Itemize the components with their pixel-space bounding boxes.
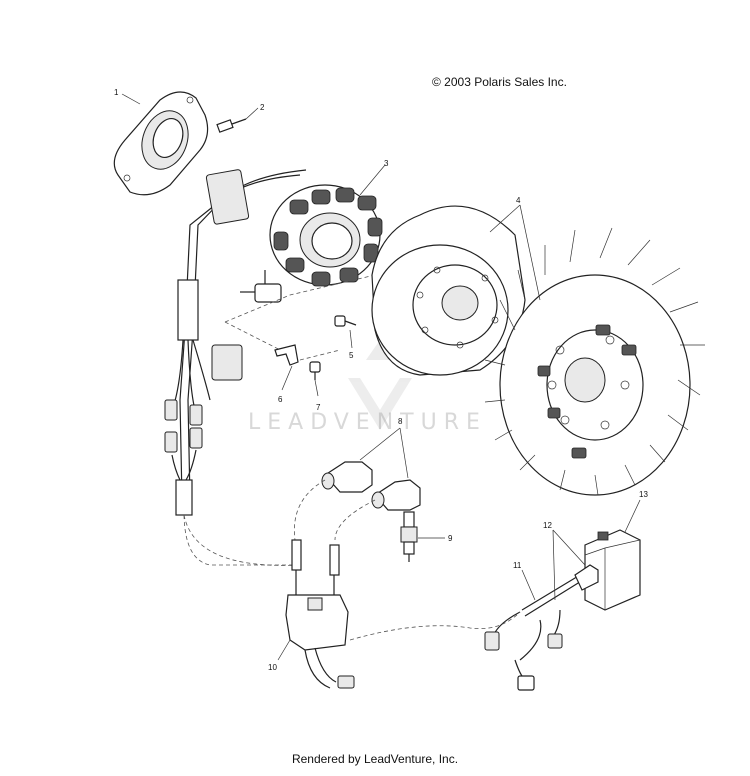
callout-1: 1 <box>114 88 119 97</box>
spark-plug-cap-part[interactable] <box>321 461 421 511</box>
watermark-text: LEADVENTURE <box>248 410 487 435</box>
leader-13 <box>624 499 641 533</box>
leader-11 <box>521 569 536 601</box>
callout-2: 2 <box>260 103 265 112</box>
callout-7: 7 <box>316 403 321 412</box>
bolt-part-5[interactable] <box>334 315 357 327</box>
callout-10: 10 <box>268 663 277 672</box>
leader-8a <box>359 427 401 461</box>
copyright-text: © 2003 Polaris Sales Inc. <box>432 75 567 89</box>
callout-4: 4 <box>516 196 521 205</box>
leader-5 <box>349 329 353 349</box>
ground-wire-dashed <box>349 611 521 641</box>
callout-3: 3 <box>384 159 389 168</box>
leader-4b <box>519 204 541 301</box>
leader-2 <box>245 107 259 120</box>
leader-1 <box>121 93 141 105</box>
flywheel-part[interactable] <box>371 205 526 376</box>
leader-7 <box>314 379 319 397</box>
callout-8: 8 <box>398 417 403 426</box>
callout-12: 12 <box>543 521 552 530</box>
spark-plug-part[interactable] <box>400 511 418 562</box>
leader-4a <box>489 204 521 233</box>
leader-10 <box>277 639 291 661</box>
voltage-regulator-part[interactable] <box>574 529 641 611</box>
clamp-part-6[interactable] <box>274 344 299 366</box>
flywheel-fan-part[interactable] <box>484 227 705 496</box>
stator-plate-part[interactable] <box>113 91 209 196</box>
callout-5: 5 <box>349 351 354 360</box>
screw-part-7[interactable] <box>309 361 321 380</box>
stator-wiring-harness <box>164 169 307 566</box>
callout-6: 6 <box>278 395 283 404</box>
leader-12a <box>552 529 556 601</box>
callout-13: 13 <box>639 490 648 499</box>
callout-9: 9 <box>448 534 453 543</box>
leader-3 <box>359 164 386 196</box>
ignition-coil-part[interactable] <box>285 539 355 689</box>
footer-text: Rendered by LeadVenture, Inc. <box>291 752 459 766</box>
leader-12b <box>552 529 586 566</box>
leader-8b <box>399 427 409 479</box>
stator-coil-part[interactable] <box>269 184 383 287</box>
dashed-guide-stator <box>224 274 376 361</box>
callout-11: 11 <box>513 561 522 570</box>
leader-6 <box>281 365 293 391</box>
screw-part-2[interactable] <box>216 118 247 133</box>
regulator-harness-part[interactable] <box>484 574 584 691</box>
ignition-wire-dashed <box>183 479 376 566</box>
